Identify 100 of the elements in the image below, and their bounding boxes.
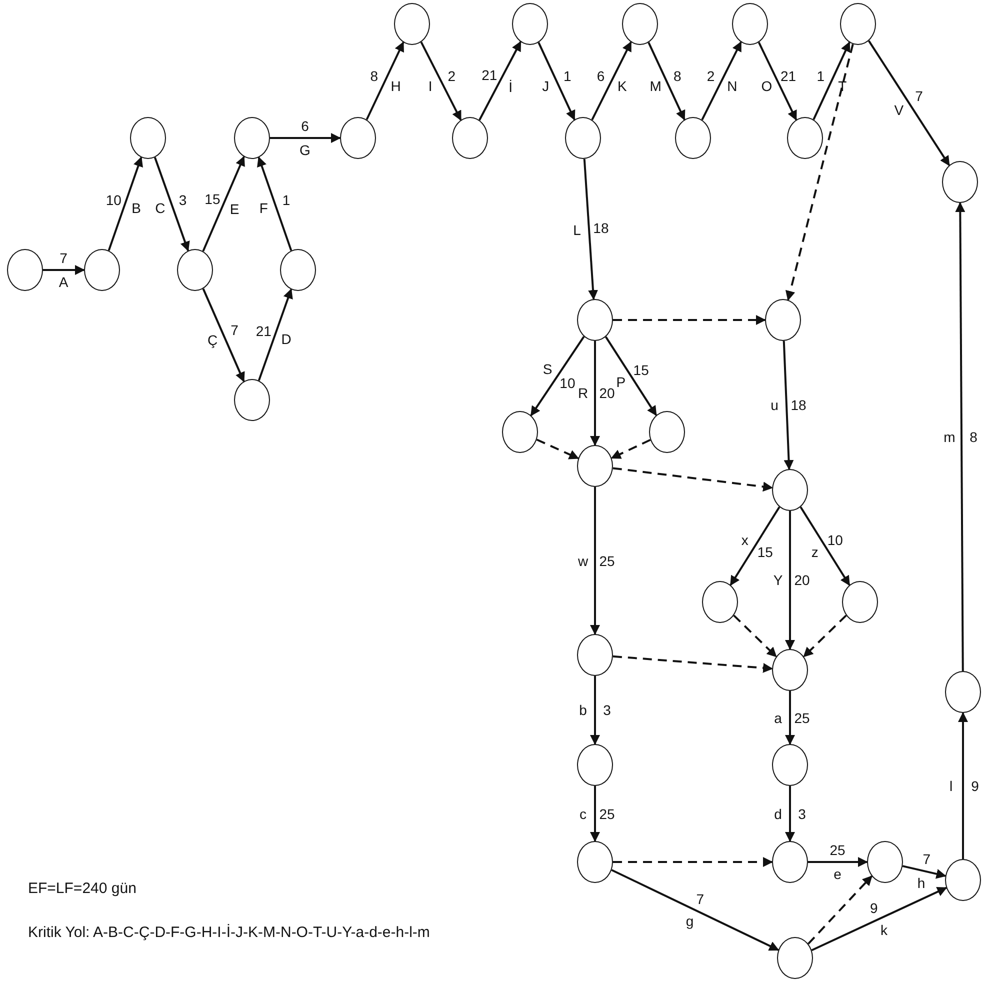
edge-label: P [616,374,626,390]
dashed-arrow [613,315,766,325]
event-circle [702,581,738,623]
event-circle [577,445,613,487]
arrow [590,676,600,745]
event-circle [502,411,538,453]
note-text: EF=LF=240 gün [28,880,136,897]
edge-label: 8 [673,68,682,84]
arrow [202,288,245,382]
edge-label: a [774,710,782,726]
edge-label: u [770,397,778,414]
arrow [902,865,946,879]
edge-label: N [727,78,738,94]
arrow [43,265,85,275]
edge-label: 15 [633,362,649,378]
arrow [611,869,780,951]
edge-label: H [390,78,401,94]
edge-label: 21 [482,67,498,84]
edge-label: l [949,778,953,794]
arrow [257,156,292,251]
arrow [785,511,795,650]
event-circle [787,117,823,159]
edge-label: 9 [971,778,979,794]
arrow [270,133,341,143]
event-circle [867,841,903,883]
edge-label: 7 [60,250,68,266]
edge-label: A [58,274,68,290]
edge-label: 1 [563,68,572,84]
edge-label: İ [508,78,513,95]
event-circle [840,3,876,45]
edge-label: 18 [593,220,609,236]
event-circle [675,117,711,159]
event-circle [577,744,613,786]
event-circle [622,3,658,45]
edge-label: 8 [370,68,378,84]
event-circle [565,117,601,159]
edge-label: e [834,866,842,882]
arrow [758,42,798,121]
arrow [868,40,950,166]
edge-label: 3 [603,702,611,718]
edge-label: F [259,200,268,216]
event-circle [577,299,613,341]
edge-label: B [132,200,141,216]
edge-label: 15 [204,191,220,208]
edge-label: 20 [794,572,810,588]
dashed-arrow [803,614,847,658]
event-circle [942,161,978,203]
edge-label: K [618,78,627,94]
edge-label: 7 [230,322,238,338]
arrow [530,336,585,416]
edge-label: g [686,912,694,929]
event-circle [452,117,488,159]
edge-label: 10 [827,532,843,548]
edge-label: 6 [596,68,605,84]
edge-label: c [580,806,586,822]
arrow [782,340,794,470]
event-circle [84,249,120,291]
event-circle [7,249,43,291]
edge-label: 1 [282,192,290,208]
arrow [154,157,190,252]
arrow [955,202,966,671]
event-circle [765,299,801,341]
edge-label: w [578,552,588,568]
event-circle [512,3,548,45]
edge-label: S [542,361,552,378]
arrow [366,41,404,120]
arrow [811,886,948,952]
arrow [538,42,576,120]
arrow [958,712,968,859]
edge-label: V [894,102,904,118]
edge-label: 7 [915,88,923,104]
arrow [808,857,868,867]
edge-label: 15 [757,544,773,560]
dashed-arrow [536,438,580,460]
arrow [730,506,780,586]
edge-label: 3 [178,192,187,208]
event-circle [577,634,613,676]
edge-label: d [774,806,782,822]
event-circle [394,3,430,45]
edge-label: 18 [790,396,806,412]
dashed-arrow [612,467,774,492]
arrow [590,341,600,446]
edge-label: m [944,429,956,446]
arrow [648,42,686,120]
edge-label: k [880,922,888,938]
edge-label: 20 [599,385,615,401]
note-text: Kritik Yol: A-B-C-Ç-D-F-G-H-I-İ-J-K-M-N-O-T-U-Y-a-d-e-h-l-m [28,924,430,941]
edge-label: O [761,78,772,94]
arrow [785,691,795,745]
edge-label: L [573,222,581,238]
edge-label: E [230,200,240,217]
edge-label: G [300,142,310,158]
arrow [812,42,850,120]
event-circle [772,841,808,883]
edge-label: 2 [448,68,456,84]
event-circle [649,411,685,453]
edge-label: C [155,200,166,216]
event-circle [945,859,981,901]
edge-label: h [917,874,926,891]
edge-label: I [428,78,432,94]
